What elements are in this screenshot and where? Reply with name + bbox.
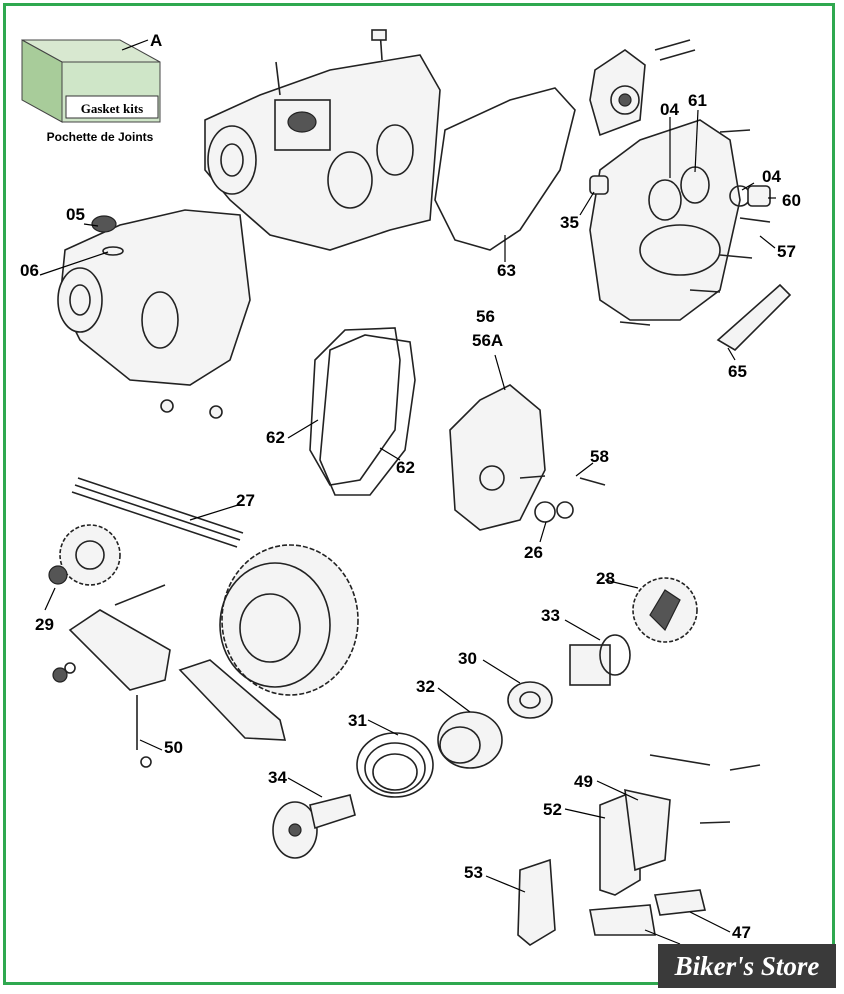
callout-62a: 62 bbox=[266, 428, 285, 447]
clutch-drum bbox=[219, 544, 359, 696]
primary-cover bbox=[589, 119, 771, 326]
callout-53: 53 bbox=[464, 863, 483, 882]
store-logo: Biker's Store bbox=[658, 944, 836, 988]
callout-60: 60 bbox=[782, 191, 801, 210]
callout-04a: 04 bbox=[660, 100, 679, 119]
callout-50: 50 bbox=[164, 738, 183, 757]
callout-06: 06 bbox=[20, 261, 39, 280]
callout-28: 28 bbox=[596, 569, 615, 588]
callout-47: 47 bbox=[732, 923, 751, 942]
callout-32: 32 bbox=[416, 677, 435, 696]
callout-65: 65 bbox=[728, 362, 747, 381]
bearing-32 bbox=[437, 711, 503, 769]
spring-31 bbox=[356, 732, 434, 798]
callout-57: 57 bbox=[777, 242, 796, 261]
callout-63: 63 bbox=[497, 261, 516, 280]
callout-56a: 56A bbox=[472, 331, 503, 350]
section-letter: A bbox=[150, 31, 162, 50]
callout-29: 29 bbox=[35, 615, 54, 634]
chain-27 bbox=[71, 477, 244, 548]
inspection-plate bbox=[589, 39, 696, 137]
callout-62b: 62 bbox=[396, 458, 415, 477]
callout-26: 26 bbox=[524, 543, 543, 562]
callout-58: 58 bbox=[590, 447, 609, 466]
chain-tensioner bbox=[52, 584, 287, 768]
gasket-62 bbox=[309, 327, 416, 496]
callout-49: 49 bbox=[574, 772, 593, 791]
callout-05: 05 bbox=[66, 205, 85, 224]
inner-primary-56 bbox=[449, 384, 606, 531]
section-letter-leader bbox=[121, 39, 149, 51]
gasket-kit-caption: Pochette de Joints bbox=[47, 130, 154, 144]
gasket-63 bbox=[434, 87, 576, 251]
callout-31: 31 bbox=[348, 711, 367, 730]
callout-04b: 04 bbox=[762, 167, 781, 186]
leader-lines bbox=[39, 109, 776, 945]
lower-case-half bbox=[57, 209, 251, 419]
engine-sprocket bbox=[48, 524, 121, 586]
clutch-hub-30 bbox=[507, 681, 553, 719]
rear-sprocket-28 bbox=[632, 577, 698, 643]
callout-52: 52 bbox=[543, 800, 562, 819]
callout-35: 35 bbox=[560, 213, 579, 232]
callout-61: 61 bbox=[688, 91, 707, 110]
gasket-kit-title: Gasket kits bbox=[81, 101, 143, 116]
callout-34: 34 bbox=[268, 768, 287, 787]
mounting-brackets bbox=[517, 754, 761, 946]
chain-guard-65 bbox=[716, 283, 792, 352]
callout-56: 56 bbox=[476, 307, 495, 326]
callout-labels: 05 06 04 61 04 60 35 57 63 56 56A 65 58 … bbox=[20, 91, 801, 960]
shaft-34 bbox=[272, 794, 356, 859]
callout-33: 33 bbox=[541, 606, 560, 625]
callout-27: 27 bbox=[236, 491, 255, 510]
crankcase-assembly bbox=[204, 29, 441, 251]
gasket-kit-box bbox=[21, 39, 161, 123]
callout-30: 30 bbox=[458, 649, 477, 668]
hub-33 bbox=[569, 634, 631, 686]
